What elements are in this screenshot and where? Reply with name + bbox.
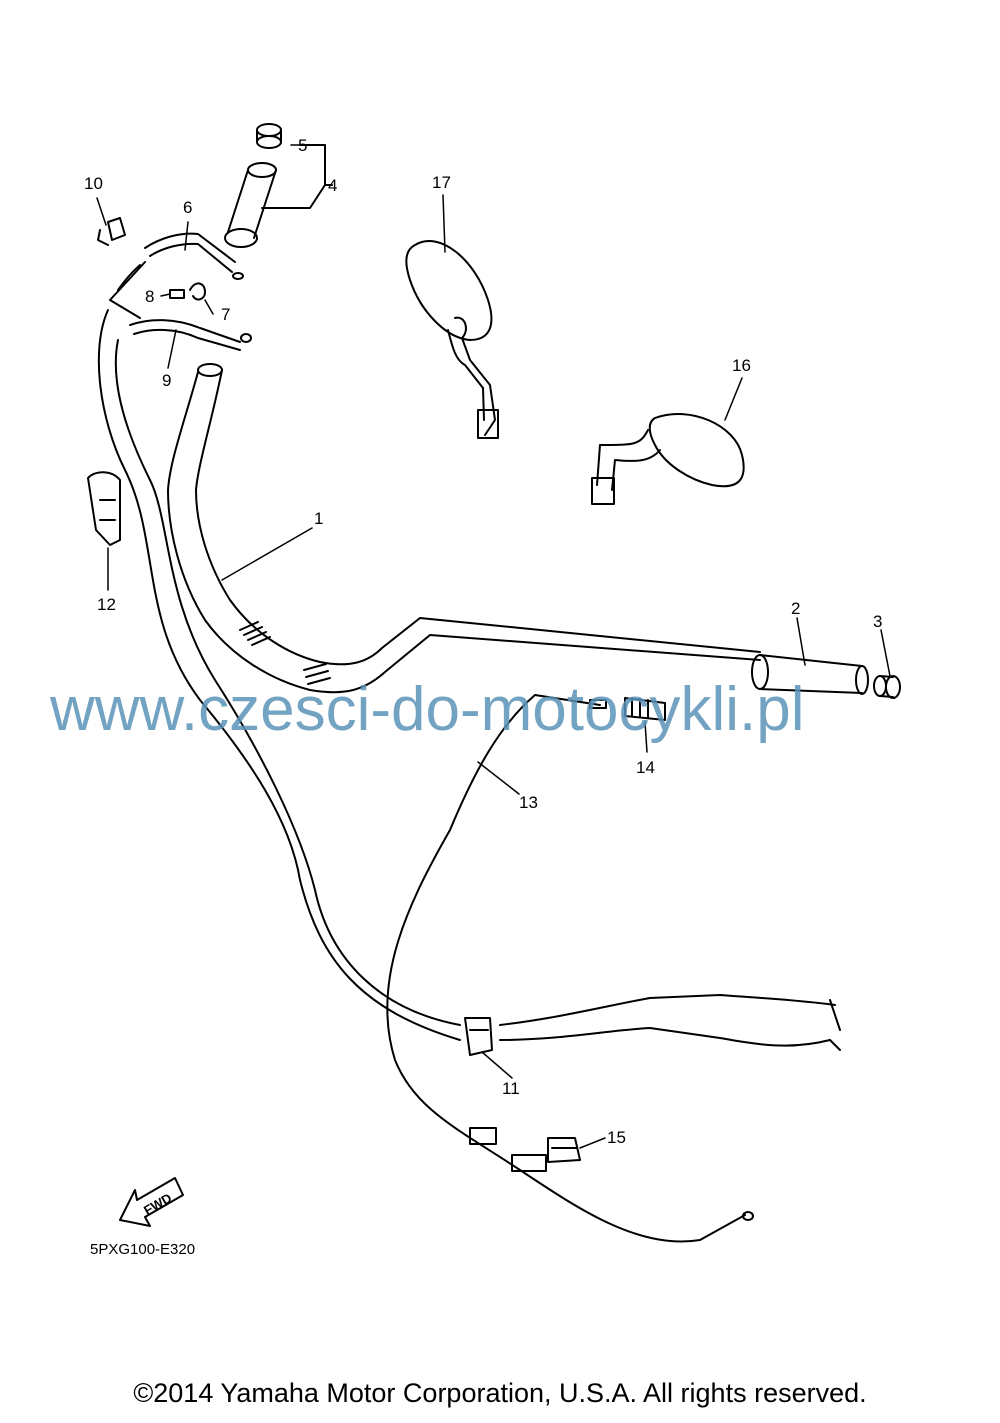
- callout-15: 15: [607, 1128, 626, 1147]
- throttle-cables-part: [97, 217, 252, 351]
- grip-part: [751, 654, 869, 695]
- callout-13: 13: [519, 793, 538, 812]
- cable-clamp-part: [87, 471, 121, 546]
- copyright-notice: ©2014 Yamaha Motor Corporation, U.S.A. A…: [133, 1378, 867, 1408]
- callout-2: 2: [791, 599, 800, 618]
- callout-14: 14: [636, 758, 655, 777]
- clutch-cable-part: [386, 694, 754, 1243]
- mirror-left-part: [405, 240, 499, 439]
- callout-11: 11: [502, 1079, 520, 1098]
- adjuster-part: [624, 697, 666, 721]
- callout-6: 6: [183, 198, 192, 217]
- cable-clip-part: [547, 1137, 581, 1163]
- main-cables-part: [97, 309, 841, 1051]
- callout-1: 1: [314, 509, 323, 528]
- callout-8: 8: [145, 287, 154, 306]
- callout-12: 12: [97, 595, 116, 614]
- diagram-code: 5PXG100-E320: [90, 1241, 195, 1258]
- callout-4: 4: [328, 176, 337, 195]
- leader-lines: [96, 144, 891, 1149]
- mirror-right-part: [591, 413, 745, 505]
- handlebar-part: [167, 363, 761, 694]
- callout-10: 10: [84, 174, 103, 193]
- callout-16: 16: [732, 356, 751, 375]
- bar-end-part: [873, 675, 901, 699]
- callout-5: 5: [298, 136, 307, 155]
- cable-holder-part: [464, 1017, 493, 1056]
- watermark-text: www.czesci-do-motocykli.pl: [49, 675, 805, 744]
- callout-9: 9: [162, 371, 171, 390]
- callout-17: 17: [432, 173, 451, 192]
- fwd-arrow-icon: [119, 1177, 184, 1227]
- throttle-grip-part: [224, 123, 333, 248]
- callout-7: 7: [221, 305, 230, 324]
- callout-3: 3: [873, 612, 882, 631]
